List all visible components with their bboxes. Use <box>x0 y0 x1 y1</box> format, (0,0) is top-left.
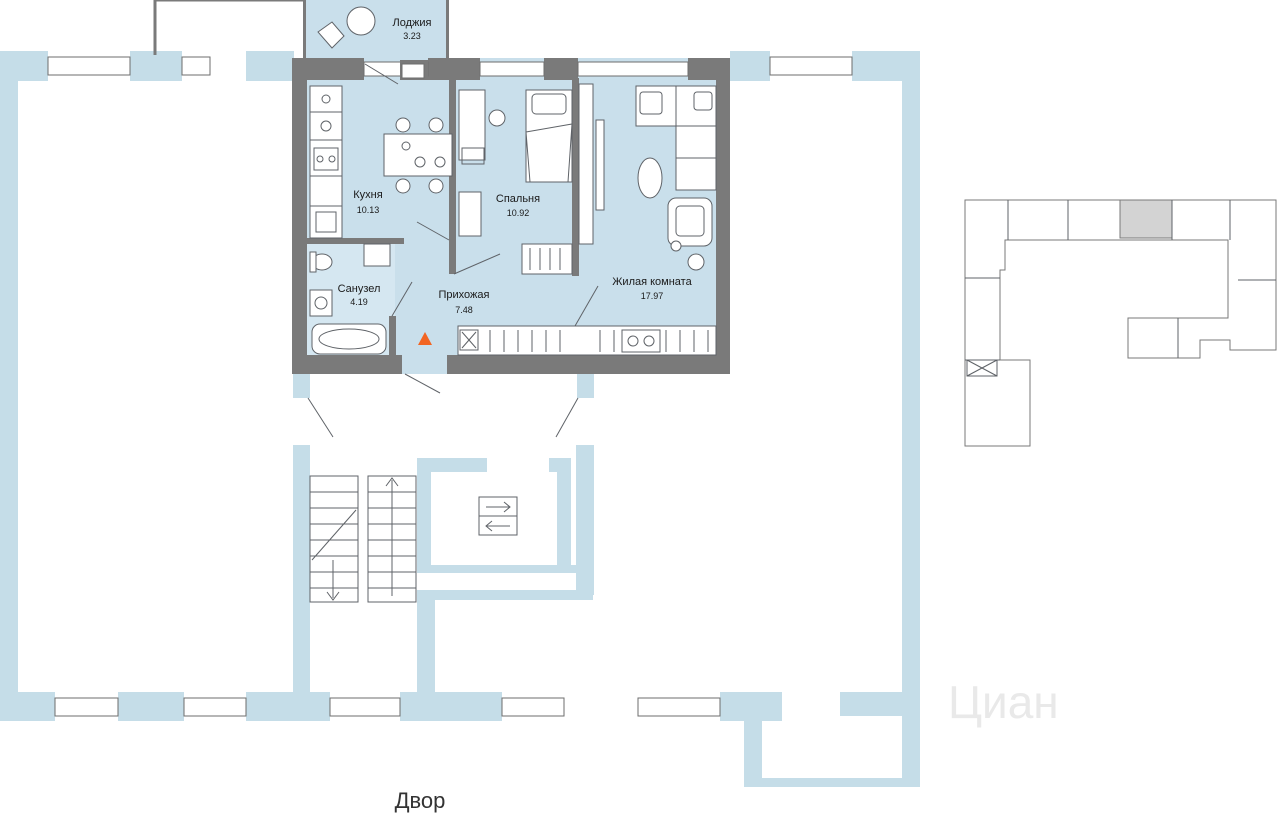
elevator-icon <box>478 496 518 536</box>
living-room-area: 17.97 <box>641 291 664 301</box>
yard-label: Двор <box>395 788 446 813</box>
living-room-label: Жилая комната <box>612 276 692 288</box>
loggia-area: 3.23 <box>403 31 421 41</box>
bedroom-area: 10.92 <box>507 208 530 218</box>
key-plan <box>964 199 1277 447</box>
loggia <box>303 0 449 58</box>
bathroom-label: Санузел <box>338 283 381 295</box>
watermark: Циан <box>948 676 1059 728</box>
apartment <box>292 58 730 438</box>
loggia-label: Лоджия <box>393 17 432 29</box>
kitchen-area: 10.13 <box>357 205 380 215</box>
entrance-marker <box>418 332 432 345</box>
kitchen-label: Кухня <box>353 189 382 201</box>
outer-windows <box>47 56 853 717</box>
building-outline <box>0 51 920 787</box>
staircase <box>309 475 417 603</box>
hallway-label: Прихожая <box>439 289 490 301</box>
bedroom-label: Спальня <box>496 193 540 205</box>
hallway-area: 7.48 <box>455 305 473 315</box>
bathroom-area: 4.19 <box>350 297 368 307</box>
